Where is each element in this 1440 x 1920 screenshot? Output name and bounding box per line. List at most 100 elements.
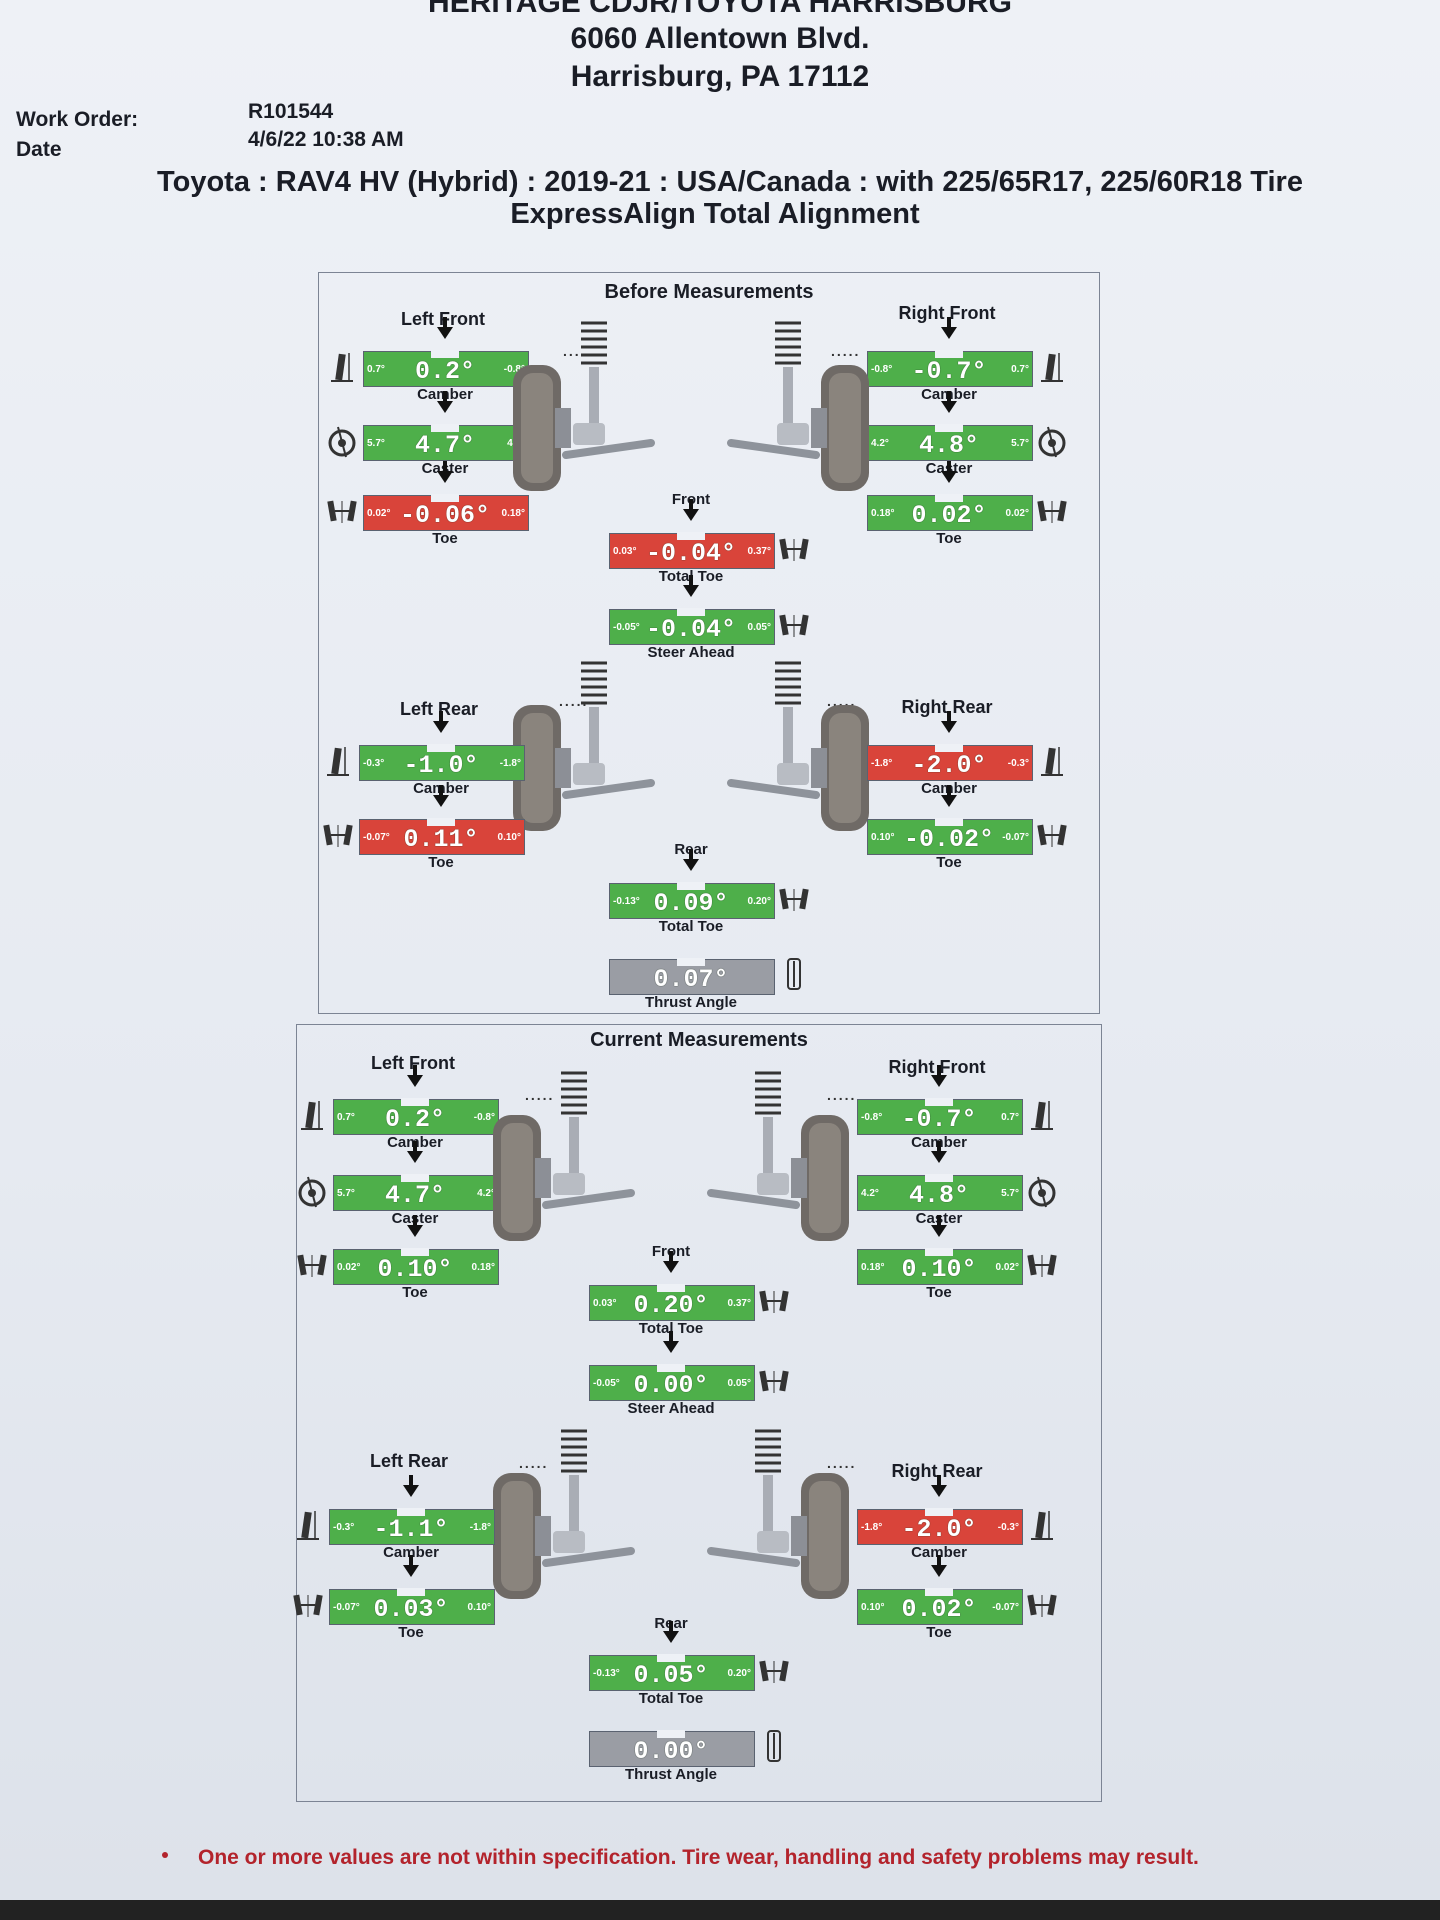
current-right-rear-label: Right Rear bbox=[891, 1461, 983, 1481]
before-rear-total-toe-label: Total Toe bbox=[658, 918, 724, 935]
current-left-front-suspension-illustration bbox=[491, 1063, 641, 1243]
current-left-front-caster-notch bbox=[401, 1174, 429, 1182]
current-rear-total-toe: -0.13°0.20°0.05°Total Toe bbox=[589, 1621, 755, 1707]
vehicle-description: Toyota : RAV4 HV (Hybrid) : 2019-21 : US… bbox=[157, 166, 1303, 198]
before-ellipsis-2: ..... bbox=[559, 693, 589, 709]
current-right-rear-camber-label: Camber bbox=[911, 1544, 967, 1561]
current-right-rear-toe-indicator-arrow bbox=[931, 1555, 947, 1577]
before-ellipsis-1: ..... bbox=[831, 343, 861, 359]
before-left-front-toe-min: 0.02° bbox=[367, 508, 391, 519]
current-front-total-toe-icon bbox=[759, 1285, 789, 1319]
current-steer-ahead-indicator-arrow bbox=[663, 1331, 679, 1353]
current-thrust-angle-icon bbox=[759, 1729, 789, 1763]
before-steer-ahead-value: -0.04° bbox=[645, 615, 736, 644]
before-left-rear-toe-min: -0.07° bbox=[363, 832, 390, 843]
before-left-front-camber-indicator-arrow bbox=[437, 317, 453, 339]
before-rear-total-toe-min: -0.13° bbox=[613, 896, 640, 907]
before-rear-total-toe-icon bbox=[779, 883, 809, 917]
before-right-rear-camber-notch bbox=[935, 744, 963, 752]
current-left-rear-camber-icon bbox=[293, 1509, 323, 1543]
current-right-front-toe-max: 0.02° bbox=[995, 1262, 1019, 1273]
current-right-front-toe-label: Toe bbox=[926, 1284, 952, 1301]
current-right-front-toe-notch bbox=[925, 1248, 953, 1256]
before-left-front-caster-value: 4.7° bbox=[414, 431, 475, 460]
current-right-rear-camber-min: -1.8° bbox=[861, 1522, 883, 1533]
date-label: Date bbox=[16, 138, 62, 161]
before-right-front-camber-notch bbox=[935, 350, 963, 358]
before-panel-title: Before Measurements bbox=[604, 281, 814, 303]
before-steer-ahead-max: 0.05° bbox=[747, 622, 771, 633]
current-right-rear-toe-min: 0.10° bbox=[861, 1602, 885, 1613]
current-left-rear-toe-indicator-arrow bbox=[403, 1555, 419, 1577]
current-right-front-toe-min: 0.18° bbox=[861, 1262, 885, 1273]
current-left-rear-camber-value: -1.1° bbox=[373, 1515, 449, 1544]
current-left-front-toe-value: 0.10° bbox=[377, 1255, 453, 1284]
before-left-front-toe-max: 0.18° bbox=[501, 508, 525, 519]
current-left-front-camber-icon bbox=[297, 1099, 327, 1133]
before-left-front-camber-notch bbox=[431, 350, 459, 358]
current-left-rear-label: Left Rear bbox=[369, 1451, 449, 1471]
before-left-front-caster: 5.7°4.2°4.7°Caster bbox=[363, 391, 529, 477]
before-left-rear-toe-max: 0.10° bbox=[497, 832, 521, 843]
current-left-front-toe-label: Toe bbox=[402, 1284, 428, 1301]
current-rear-total-toe-min: -0.13° bbox=[593, 1668, 620, 1679]
work-order-value: R101544 bbox=[248, 100, 334, 123]
current-front-total-toe: 0.03°0.37°0.20°Total Toe bbox=[589, 1251, 755, 1337]
before-left-front-toe-indicator-arrow bbox=[437, 461, 453, 483]
before-right-rear-toe-max: -0.07° bbox=[1002, 832, 1029, 843]
current-left-rear-toe-icon bbox=[293, 1589, 323, 1623]
current-left-rear-toe-notch bbox=[397, 1588, 425, 1596]
before-right-rear-toe-label: Toe bbox=[936, 854, 962, 871]
current-front-total-toe-min: 0.03° bbox=[593, 1298, 617, 1309]
before-right-front-caster-indicator-arrow bbox=[941, 391, 957, 413]
current-steer-ahead-notch bbox=[657, 1364, 685, 1372]
current-right-rear-toe-value: 0.02° bbox=[901, 1595, 977, 1624]
current-left-front-camber: 0.7°-0.8°0.2°Camber bbox=[333, 1065, 499, 1151]
footnote-bullet bbox=[162, 1852, 168, 1858]
current-thrust-angle: 0.00°Thrust Angle bbox=[589, 1721, 755, 1783]
before-left-front-camber: 0.7°-0.8°0.2°Camber bbox=[363, 317, 529, 403]
current-left-rear-toe: -0.07°0.10°0.03°Toe bbox=[329, 1555, 495, 1641]
before-left-rear-label: Left Rear bbox=[399, 699, 479, 719]
current-right-front-camber-min: -0.8° bbox=[861, 1112, 883, 1123]
before-left-rear-camber-indicator-arrow bbox=[433, 711, 449, 733]
before-left-front-toe: 0.02°0.18°-0.06°Toe bbox=[363, 461, 529, 547]
before-front-total-toe: 0.03°0.37°-0.04°Total Toe bbox=[609, 499, 775, 585]
current-left-rear-camber: -0.3°-1.8°-1.1°Camber bbox=[329, 1475, 495, 1561]
current-left-rear-camber-min: -0.3° bbox=[333, 1522, 355, 1533]
current-right-front-caster-value: 4.8° bbox=[908, 1181, 969, 1210]
before-left-rear-suspension-illustration bbox=[511, 653, 661, 833]
before-right-front-label: Right Front bbox=[898, 303, 996, 323]
before-steer-ahead-min: -0.05° bbox=[613, 622, 640, 633]
before-right-front-camber-icon bbox=[1037, 351, 1067, 385]
before-front-total-toe-min: 0.03° bbox=[613, 546, 637, 557]
before-right-rear-camber: -1.8°-0.3°-2.0°Camber bbox=[867, 711, 1033, 797]
before-right-rear-label: Right Rear bbox=[901, 697, 993, 717]
before-right-front-toe-max: 0.02° bbox=[1005, 508, 1029, 519]
current-right-rear-toe: 0.10°-0.07°0.02°Toe bbox=[857, 1555, 1023, 1641]
current-ellipsis-0: ..... bbox=[525, 1087, 555, 1103]
before-right-rear-toe: 0.10°-0.07°-0.02°Toe bbox=[867, 785, 1033, 871]
current-left-front-camber-min: 0.7° bbox=[337, 1112, 355, 1123]
before-thrust-angle-value: 0.07° bbox=[653, 965, 729, 994]
current-steer-ahead-min: -0.05° bbox=[593, 1378, 620, 1389]
current-right-rear-camber: -1.8°-0.3°-2.0°Camber bbox=[857, 1475, 1023, 1561]
footnote-warning: One or more values are not within specif… bbox=[198, 1846, 1199, 1869]
current-right-front-camber-notch bbox=[925, 1098, 953, 1106]
current-right-front-label: Right Front bbox=[888, 1057, 986, 1077]
current-left-front-camber-notch bbox=[401, 1098, 429, 1106]
before-left-front-suspension-illustration bbox=[511, 313, 661, 493]
before-front-total-toe-indicator-arrow bbox=[683, 499, 699, 521]
before-left-front-caster-min: 5.7° bbox=[367, 438, 385, 449]
before-right-front-toe-icon bbox=[1037, 495, 1067, 529]
before-right-rear-toe-notch bbox=[935, 818, 963, 826]
current-ellipsis-2: ..... bbox=[519, 1455, 549, 1471]
before-left-rear-camber: -0.3°-1.8°-1.0°Camber bbox=[359, 711, 525, 797]
before-steer-ahead-notch bbox=[677, 608, 705, 616]
before-left-rear-toe-notch bbox=[427, 818, 455, 826]
before-thrust-angle: 0.07°Thrust Angle bbox=[609, 949, 775, 1011]
before-right-front-suspension-illustration bbox=[721, 313, 871, 493]
current-left-front-toe: 0.02°0.18°0.10°Toe bbox=[333, 1215, 499, 1301]
